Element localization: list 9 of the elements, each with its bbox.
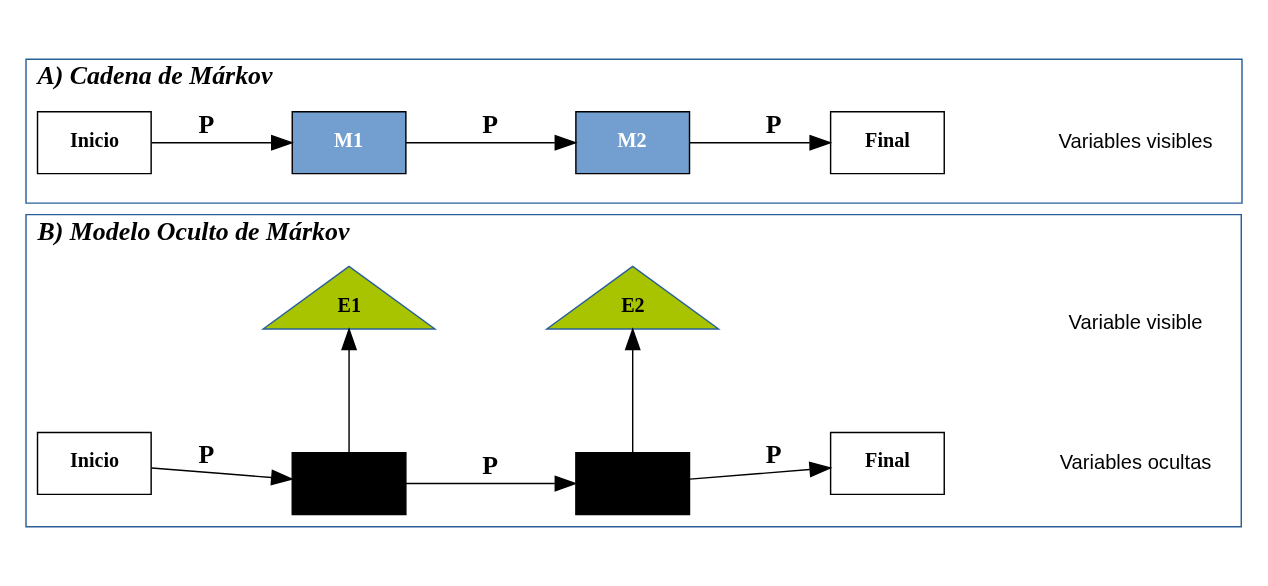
label: Variable visible	[1068, 311, 1203, 334]
edge-label: P	[198, 110, 215, 140]
edge-label: P	[765, 110, 782, 140]
label: Variables visibles	[1058, 130, 1213, 153]
edge-label: P	[765, 439, 782, 469]
edge-label: P	[482, 451, 499, 481]
label: Variables ocultas	[1059, 450, 1212, 473]
edge-label: P	[198, 439, 215, 469]
edge-label: P	[482, 110, 499, 140]
